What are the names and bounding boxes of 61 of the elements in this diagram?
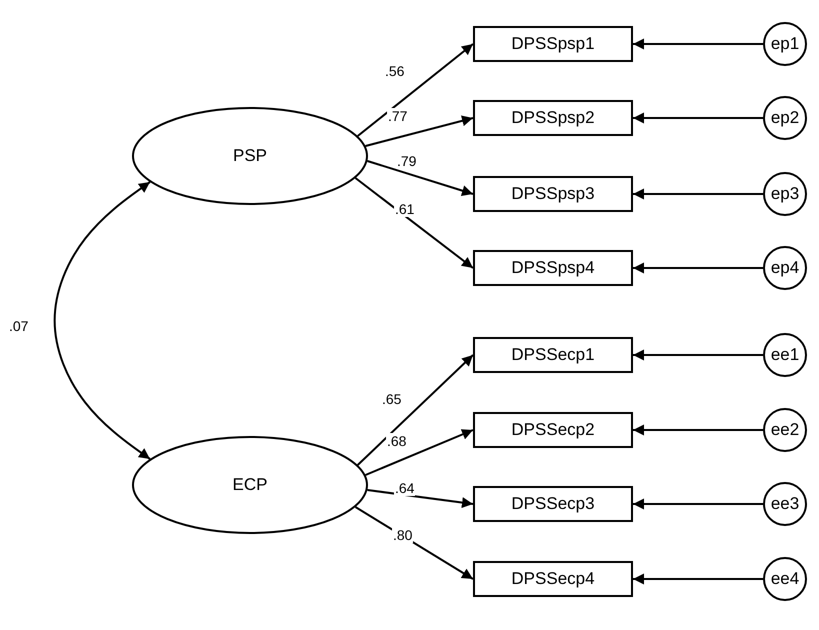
error-term-circle (763, 96, 807, 140)
observed-variable-box (473, 250, 633, 286)
observed-variable-box (473, 176, 633, 212)
edge-label: .68 (386, 433, 408, 449)
edge-label: .77 (387, 108, 408, 124)
path-arrow (367, 160, 474, 196)
error-term-circle (763, 557, 807, 601)
edge-label: .65 (381, 391, 402, 407)
observed-variable-box (473, 26, 633, 62)
edge-label: .64 (394, 480, 416, 496)
path-arrow (633, 424, 763, 436)
variable-label: DPSSecp2 (511, 420, 595, 440)
observed-variable-box (473, 412, 633, 448)
variable-label: DPSSpsp1 (511, 34, 595, 54)
variable-label: ee2 (770, 420, 800, 440)
path-arrow (365, 115, 474, 147)
variable-label: DPSSecp3 (511, 494, 595, 514)
variable-label: ep3 (770, 184, 800, 204)
variable-label: DPSSecp4 (511, 569, 595, 589)
error-term-circle (763, 408, 807, 452)
error-term-circle (763, 333, 807, 377)
variable-label: DPSSecp1 (511, 345, 595, 365)
path-arrow (367, 489, 474, 508)
observed-variable-box (473, 561, 633, 597)
edge-label: .61 (394, 201, 416, 217)
variable-label: ep4 (770, 258, 800, 278)
path-arrow (633, 498, 763, 510)
path-arrow (365, 429, 474, 476)
latent-variable-ellipse (132, 107, 368, 205)
latent-variable-ellipse (132, 436, 368, 534)
edge-label: .80 (392, 527, 414, 543)
path-arrow (633, 350, 763, 360)
path-arrow (633, 574, 763, 584)
error-term-circle (763, 22, 807, 66)
observed-variable-box (473, 337, 633, 373)
variable-label: ep2 (770, 108, 800, 128)
edge-label: .56 (384, 63, 406, 79)
correlation-arrow (54, 181, 151, 460)
path-arrow (633, 112, 763, 124)
variable-label: ECP (232, 475, 268, 495)
observed-variable-box (473, 100, 633, 136)
edge-label: .07 (8, 318, 30, 334)
variable-label: ee3 (770, 494, 800, 514)
observed-variable-box (473, 486, 633, 522)
path-arrow (633, 188, 763, 200)
path-arrow (633, 262, 763, 274)
variable-label: DPSSpsp2 (511, 108, 595, 128)
variable-label: ee4 (770, 569, 800, 589)
error-term-circle (763, 172, 807, 216)
path-arrow (357, 43, 474, 137)
variable-label: DPSSpsp4 (511, 258, 595, 278)
variable-label: DPSSpsp3 (511, 184, 595, 204)
edge-label: .79 (396, 153, 418, 169)
path-arrow (633, 38, 763, 50)
variable-label: ee1 (770, 345, 800, 365)
path-arrow (357, 354, 474, 466)
error-term-circle (763, 482, 807, 526)
error-term-circle (763, 246, 807, 290)
variable-label: PSP (232, 146, 268, 166)
variable-label: ep1 (770, 34, 800, 54)
path-arrow (354, 177, 474, 269)
